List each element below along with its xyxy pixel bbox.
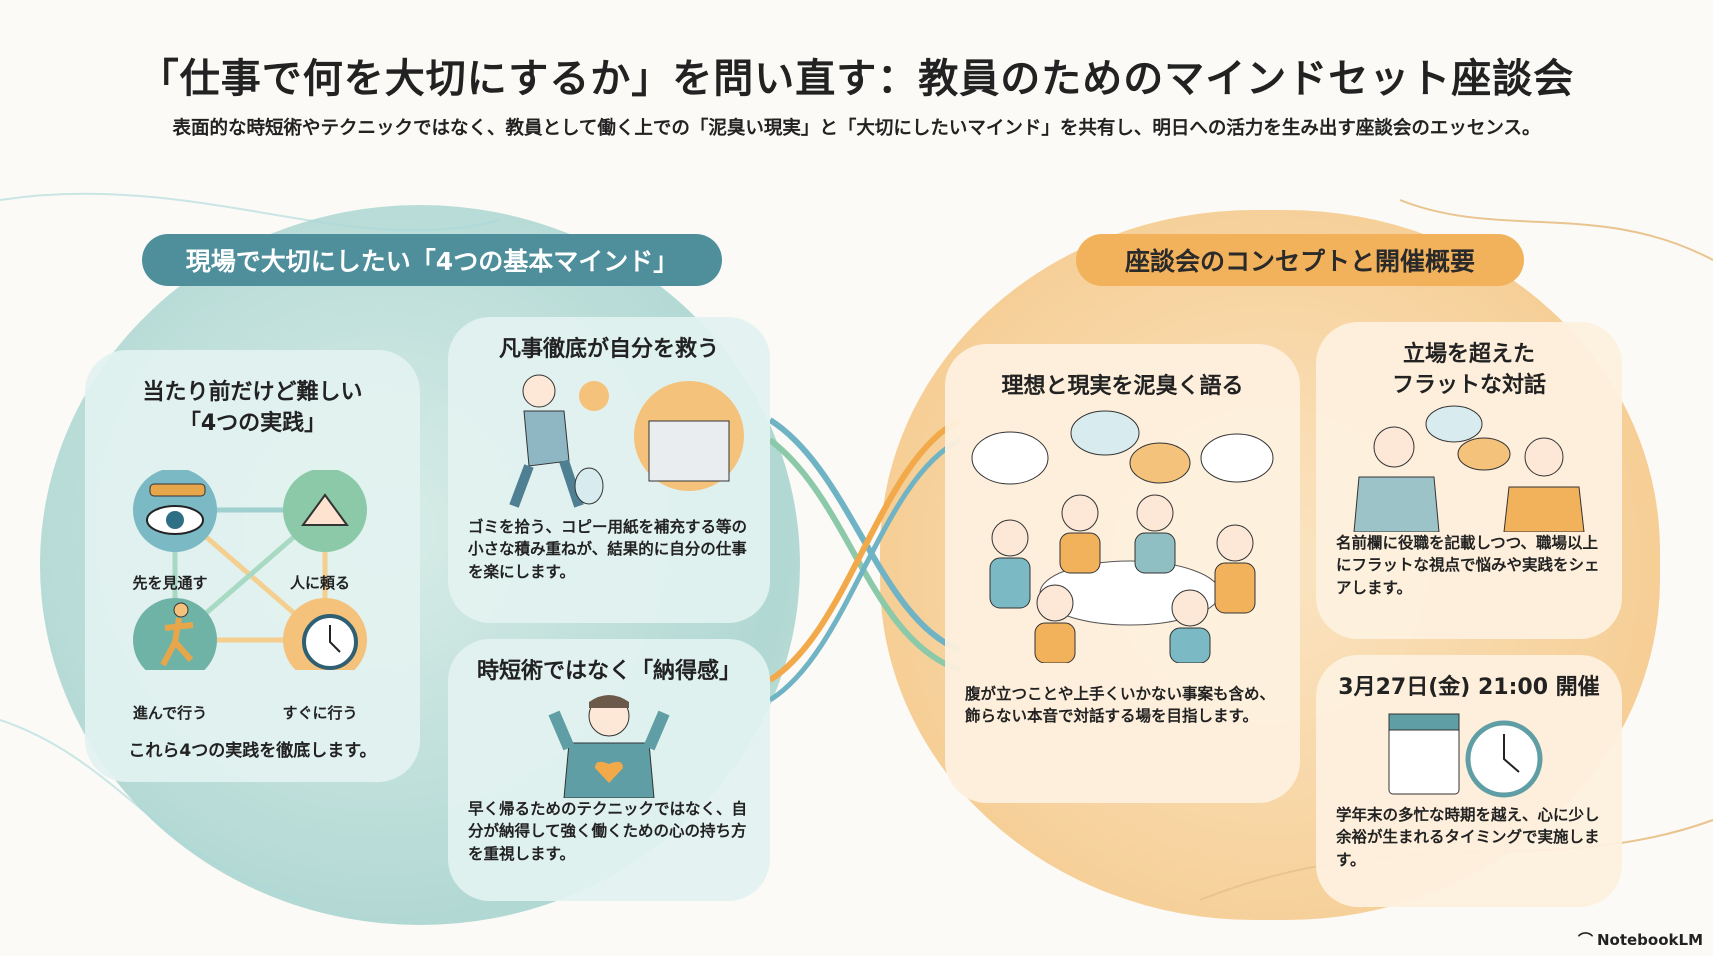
nattoku-card: 時短術ではなく「納得感」 早く帰るためのテクニックではなく、自分が納得して強く働… [448, 639, 770, 901]
right-section-header: 座談会のコンセプトと開催概要 [1076, 234, 1524, 286]
speech-bubble-icon [1070, 410, 1140, 456]
event-date-text: 学年末の多忙な時期を越え、心に少し余裕が生まれるタイミングで実施します。 [1336, 805, 1600, 869]
bonji-text: ゴミを拾う、コピー用紙を補充する等の小さな積み重ねが、結果的に自分の仕事を楽にし… [468, 517, 748, 581]
bonji-card: 凡事徹底が自分を救う ゴミを拾う、コピー用紙を補充する等の小さな積み重ねが、結果… [448, 317, 770, 623]
ideal-card: 理想と現実を泥臭く語る 腹が立つことや上手くいかない事案も含め、飾らない本音で対… [945, 344, 1300, 803]
nattoku-title: 時短術ではなく「納得感」 [476, 659, 741, 684]
speech-bubble-icon [971, 431, 1049, 485]
calendar-icon [1388, 713, 1460, 795]
practice-label: 進んで行う [132, 704, 208, 722]
speech-bubble-icon [1200, 433, 1274, 483]
clock-icon [1465, 720, 1543, 798]
practices-title-2: 「4つの実践」 [178, 410, 327, 436]
heart-icon [595, 761, 623, 783]
ideal-title: 理想と現実を泥臭く語る [1001, 374, 1244, 399]
practices-card: 当たり前だけど難しい 「4つの実践」 先を見通す 人に頼る 進んで行う すぐに行… [85, 350, 420, 782]
brand-label: NotebookLM [1596, 930, 1703, 949]
two-people-talking-illustration [1353, 405, 1585, 532]
speech-bubble-icon [1457, 437, 1511, 471]
event-date: 3月27日(金) 21:00 開催 [1338, 675, 1600, 700]
person-picking-trash-illustration [509, 374, 744, 508]
speech-bubble-icon [1425, 405, 1483, 443]
nattoku-text: 早く帰るためのテクニックではなく、自分が納得して強く働くための心の持ち方を重視し… [468, 799, 748, 863]
telescope-eye-icon [133, 470, 217, 552]
flat-text: 名前欄に役職を記載しつつ、職場以上にフラットな視点で悩みや実践をシェアします。 [1336, 533, 1600, 597]
handshake-icon [283, 470, 367, 552]
flat-dialogue-card: 立場を超えた フラットな対話 名前欄に役職を記載しつつ、職場以上にフラットな視点… [1316, 322, 1622, 639]
group-discussion-illustration [971, 410, 1274, 663]
confident-person-illustration [548, 694, 670, 798]
copier-icon [648, 420, 730, 482]
practice-label: すぐに行う [282, 704, 358, 722]
event-date-card: 3月27日(金) 21:00 開催 学年末の多忙な時期を越え、心に少し余裕が生ま… [1316, 655, 1622, 907]
notebooklm-brand: ⌒ NotebookLM [1578, 929, 1703, 950]
notebooklm-logo-icon: ⌒ [1577, 931, 1593, 949]
running-person-icon [133, 598, 217, 670]
practice-label: 人に頼る [289, 574, 350, 592]
page-subtitle: 表面的な時短術やテクニックではなく、教員として働く上での「泥臭い現実」と「大切に… [172, 118, 1541, 139]
speech-bubble-icon [1129, 442, 1191, 484]
practices-title-1: 当たり前だけど難しい [142, 380, 363, 405]
practice-label: 先を見通す [132, 574, 208, 592]
flat-title-1: 立場を超えた [1402, 342, 1535, 367]
smile-icon [579, 380, 609, 411]
stopwatch-icon [283, 598, 367, 670]
bonji-title: 凡事徹底が自分を救う [498, 337, 719, 362]
calendar-clock-illustration [1388, 713, 1543, 798]
practices-diagram [133, 470, 367, 670]
left-section-header: 現場で大切にしたい「4つの基本マインド」 [142, 234, 722, 286]
ideal-text: 腹が立つことや上手くいかない事案も含め、飾らない本音で対話する場を目指します。 [965, 684, 1276, 726]
practices-footer: これら4つの実践を徹底します。 [128, 741, 377, 761]
flat-title-2: フラットな対話 [1391, 372, 1546, 398]
page-title: 「仕事で何を大切にするか」を問い直す：教員のためのマインドセット座談会 [138, 56, 1575, 102]
